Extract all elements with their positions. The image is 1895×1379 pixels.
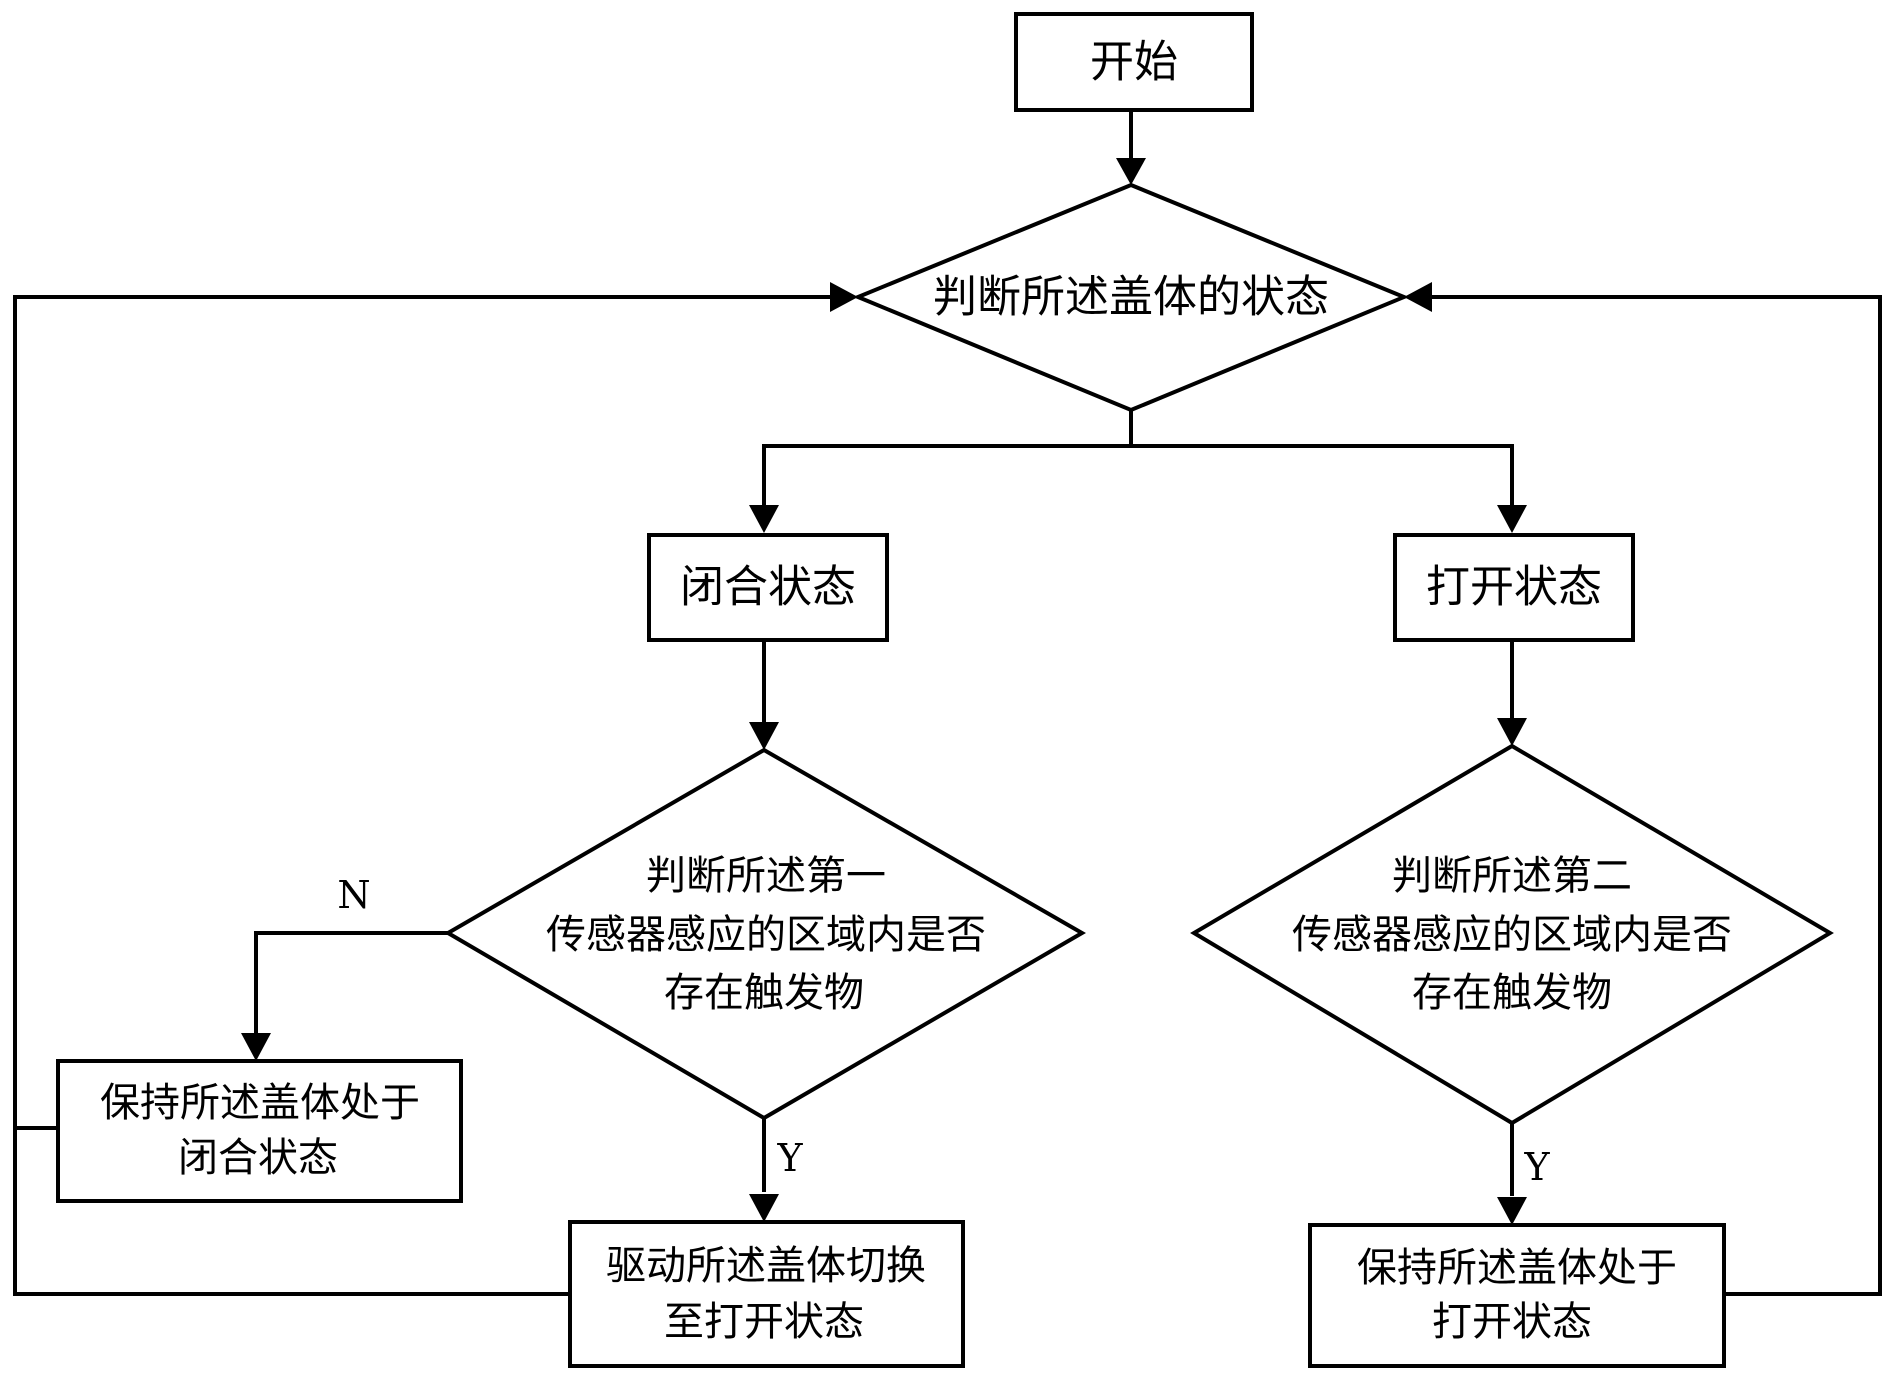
arrowhead-left (1404, 282, 1432, 312)
node-keep-open: 保持所述盖体处于 打开状态 (1308, 1223, 1726, 1368)
node-decision-state: 判断所述盖体的状态 (852, 182, 1410, 413)
start-label: 开始 (1090, 37, 1178, 88)
drive-open-line-2: 至打开状态 (664, 1299, 864, 1345)
decision-first-line-1: 判断所述第一 (646, 853, 886, 899)
node-decision-second-sensor: 判断所述第二 传感器感应的区域内是否 存在触发物 (1190, 743, 1834, 1126)
label-yes-left: Y (776, 1136, 803, 1180)
node-closed-state: 闭合状态 (647, 533, 889, 642)
arrowhead-down (1497, 718, 1527, 746)
drive-open-line-1: 驱动所述盖体切换 (606, 1243, 926, 1289)
label-yes-right: Y (1523, 1145, 1550, 1189)
keep-open-line-1: 保持所述盖体处于 (1357, 1245, 1677, 1291)
node-drive-open: 驱动所述盖体切换 至打开状态 (568, 1220, 965, 1368)
arrowhead-down (241, 1033, 271, 1061)
decision-first-line-3: 存在触发物 (664, 970, 864, 1016)
label-no: N (337, 873, 370, 917)
edge-decision-branch (762, 444, 1514, 520)
edge-loop-right (1432, 295, 1882, 1296)
arrowhead-down (749, 505, 779, 533)
decision-second-line-2: 传感器感应的区域内是否 (1292, 912, 1732, 958)
arrowhead-right (830, 282, 858, 312)
arrowheads (241, 158, 1527, 1225)
arrowhead-down (749, 1194, 779, 1222)
closed-state-label: 闭合状态 (680, 562, 856, 613)
arrowhead-down (1116, 158, 1146, 185)
arrowhead-down (1497, 505, 1527, 533)
decision-state-label: 判断所述盖体的状态 (933, 272, 1329, 323)
node-keep-closed: 保持所述盖体处于 闭合状态 (56, 1059, 463, 1203)
arrowhead-down (1497, 1197, 1527, 1225)
connectors (13, 110, 1882, 1296)
decision-second-line-1: 判断所述第二 (1392, 853, 1632, 899)
decision-second-line-3: 存在触发物 (1412, 970, 1612, 1016)
node-open-state: 打开状态 (1393, 533, 1635, 642)
node-start: 开始 (1014, 12, 1254, 112)
node-decision-first-sensor: 判断所述第一 传感器感应的区域内是否 存在触发物 (444, 747, 1086, 1121)
keep-closed-line-2: 闭合状态 (178, 1135, 338, 1181)
edge-loop-left (13, 295, 830, 1296)
edge-first-no (254, 931, 448, 1036)
open-state-label: 打开状态 (1426, 562, 1602, 613)
keep-closed-line-1: 保持所述盖体处于 (100, 1080, 420, 1126)
decision-first-line-2: 传感器感应的区域内是否 (546, 912, 986, 958)
arrowhead-down (749, 722, 779, 750)
keep-open-line-2: 打开状态 (1432, 1299, 1592, 1345)
